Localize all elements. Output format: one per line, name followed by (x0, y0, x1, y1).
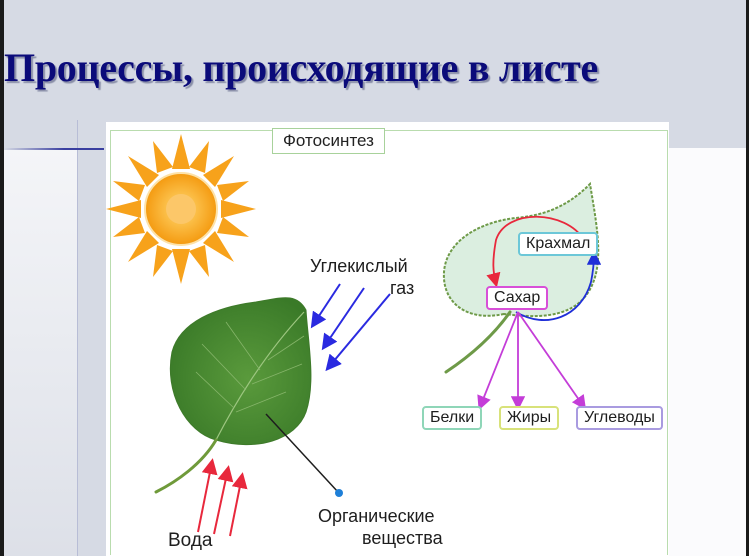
organic-label-line2: вещества (362, 528, 443, 548)
organic-pointer (265, 413, 343, 497)
organic-label-line1: Органические (318, 506, 435, 526)
green-leaf (154, 297, 312, 494)
photosynthesis-label: Фотосинтез (272, 128, 385, 154)
proteins-box: Белки (422, 406, 483, 430)
sun-icon (106, 134, 256, 284)
decorative-horizontal-line (4, 148, 104, 150)
slide-side-strip (78, 148, 106, 556)
water-arrows (197, 458, 248, 537)
co2-label-line2: газ (390, 278, 415, 298)
diagram-frame (110, 130, 668, 555)
carbohydrates-box: Углеводы (576, 406, 663, 430)
starch-box: Крахмал (518, 232, 599, 256)
photosynthesis-diagram: Фотосинтез Углекислый газ Вода Органичес… (106, 122, 669, 556)
slide-left-panel (4, 148, 78, 556)
water-label: Вода (168, 530, 213, 551)
decorative-vertical-line (77, 120, 78, 556)
sugar-box: Сахар (486, 286, 549, 310)
co2-arrows (310, 283, 391, 372)
slide: Процессы, происходящие в листе (4, 0, 746, 556)
co2-label-line1: Углекислый (310, 256, 408, 276)
diagram-graphics (106, 134, 602, 537)
slide-title: Процессы, происходящие в листе (4, 45, 598, 90)
light-leaf (442, 181, 600, 374)
fats-box: Жиры (499, 406, 560, 430)
